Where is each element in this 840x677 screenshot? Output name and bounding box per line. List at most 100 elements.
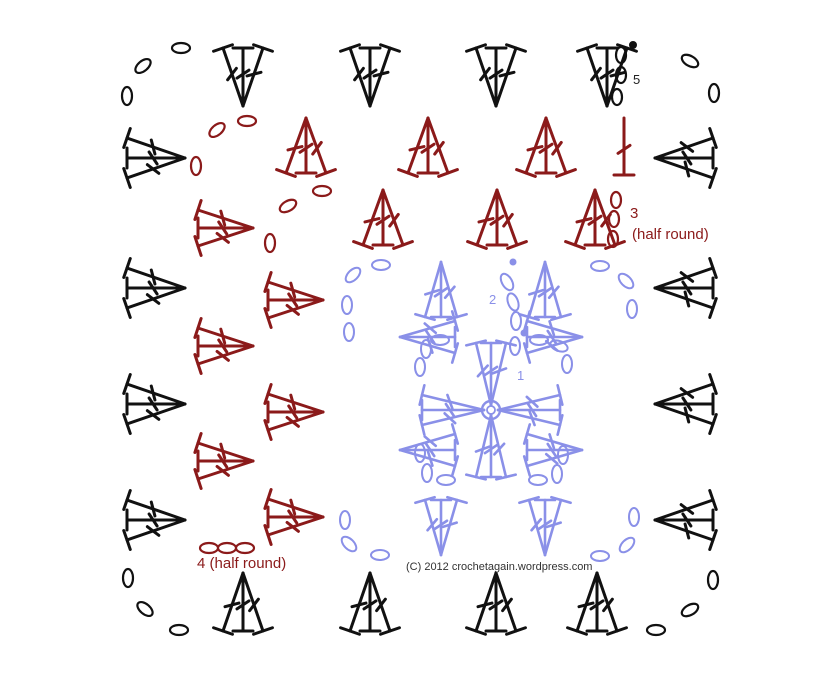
round4-inner-cluster-1: [263, 270, 325, 330]
round5-bottom-cluster-2: [339, 571, 401, 636]
round5-chain-9: [645, 623, 667, 637]
round3-upper-cluster-3: [564, 188, 626, 250]
round1-start-dot: [520, 329, 528, 337]
round5-top-cluster-4: [576, 43, 638, 108]
round5-bottom-cluster-1: [212, 571, 274, 636]
round1-2-chain-1: [344, 266, 362, 284]
round1-2-chain-5: [339, 510, 351, 530]
round2-top-cluster-1: [414, 260, 468, 322]
round1-2-chain-21: [414, 443, 426, 463]
round5-right-cluster-2: [653, 257, 718, 319]
round3-4-chain-10: [198, 541, 220, 555]
round1-2-chain-9: [617, 272, 635, 290]
round1-2-chain-29: [528, 474, 548, 486]
round-3-number-label: 3: [630, 205, 639, 222]
round3-top-cluster-2: [397, 116, 459, 178]
round5-chain-10: [680, 602, 700, 618]
round1-2-chain-4: [343, 322, 355, 342]
round3-top-cluster-1: [275, 116, 337, 178]
round5-chain-7: [136, 600, 154, 618]
round5-right-cluster-3: [653, 373, 718, 435]
round5-start-dot: [629, 41, 637, 49]
round1-2-chain-28: [551, 464, 563, 484]
round3-upper-cluster-1: [352, 188, 414, 250]
round5-chain-13: [614, 65, 628, 85]
round4-inner-cluster-3: [263, 487, 325, 547]
round1-top-cluster: [464, 339, 518, 407]
round1-left-cluster: [418, 383, 486, 437]
magic-ring-inner: [486, 405, 496, 415]
round5-chain-12: [614, 45, 628, 65]
round5-chain-3: [120, 85, 134, 107]
round1-2-chain-26: [561, 354, 573, 374]
round3-4-chain-6: [263, 232, 277, 254]
round5-chain-5: [680, 53, 700, 69]
round5-right-cluster-4: [653, 489, 718, 551]
round3-single-stitch: [612, 116, 636, 177]
round3-upper-cluster-2: [466, 188, 528, 250]
round-4-half-round-label: 4 (half round): [197, 555, 287, 572]
round1-2-chain-18: [420, 339, 432, 359]
round5-chain-8: [168, 623, 190, 637]
round1-2-chain-15: [506, 292, 520, 312]
round5-left-cluster-4: [122, 489, 187, 551]
round1-2-chain-2: [371, 259, 391, 271]
round-1-label: 1: [517, 368, 525, 383]
round1-2-chain-22: [421, 463, 433, 483]
round1-2-chain-12: [618, 536, 636, 554]
round1-2-chain-6: [340, 535, 358, 553]
round2-bottom-cluster-1: [414, 495, 468, 557]
round3-4-chain-11: [216, 541, 238, 555]
round5-left-cluster-3: [122, 373, 187, 435]
round5-chain-6: [121, 567, 135, 589]
round5-chain-4: [707, 82, 721, 104]
round2-right-cluster-2: [522, 423, 584, 477]
round2-left-cluster-2: [398, 423, 460, 477]
round1-2-chain-7: [370, 549, 390, 561]
round1-2-chain-25: [549, 339, 569, 353]
round-3-half-round-label: (half round): [632, 226, 709, 243]
round1-2-chain-19: [414, 357, 426, 377]
round4-left-cluster-2: [193, 316, 255, 376]
round3-4-chain-8: [607, 209, 621, 229]
round1-2-chain-10: [626, 299, 638, 319]
round1-2-chain-13: [590, 550, 610, 562]
round3-4-chain-3: [189, 155, 203, 177]
round3-4-chain-7: [609, 190, 623, 210]
round5-chain-1: [170, 41, 192, 55]
round3-4-chain-12: [234, 541, 256, 555]
round3-4-chain-1: [208, 121, 226, 139]
round1-2-chain-23: [436, 474, 456, 486]
round5-chain-11: [706, 569, 720, 591]
round2-start-dot: [509, 258, 517, 266]
round4-left-cluster-3: [193, 431, 255, 491]
round1-2-chain-11: [628, 507, 640, 527]
magic-ring-center: [480, 399, 502, 421]
round5-bottom-cluster-4: [566, 571, 628, 636]
round-5-label: 5: [633, 72, 641, 87]
round5-top-cluster-3: [465, 43, 527, 108]
round5-chain-2: [134, 57, 152, 75]
round1-2-chain-14: [499, 272, 515, 292]
round1-2-chain-24: [529, 334, 549, 346]
round5-left-cluster-2: [122, 257, 187, 319]
round5-top-cluster-1: [212, 43, 274, 108]
round-2-label: 2: [489, 292, 497, 307]
round3-4-chain-5: [311, 184, 333, 198]
round5-right-cluster-1: [653, 127, 718, 189]
round5-left-cluster-1: [122, 127, 187, 189]
round3-top-cluster-3: [515, 116, 577, 178]
round3-4-chain-9: [606, 229, 620, 249]
round5-chain-14: [610, 87, 624, 107]
round5-top-cluster-2: [339, 43, 401, 108]
round2-left-cluster-1: [398, 310, 460, 364]
round1-bottom-cluster: [464, 413, 518, 481]
round1-2-chain-8: [590, 260, 610, 272]
round1-2-chain-17: [509, 336, 521, 356]
round1-2-chain-16: [510, 311, 522, 331]
copyright-notice: (C) 2012 crochetagain.wordpress.com: [406, 561, 593, 573]
round1-right-cluster: [496, 383, 564, 437]
round3-4-chain-2: [236, 114, 258, 128]
round1-2-chain-20: [430, 334, 450, 346]
